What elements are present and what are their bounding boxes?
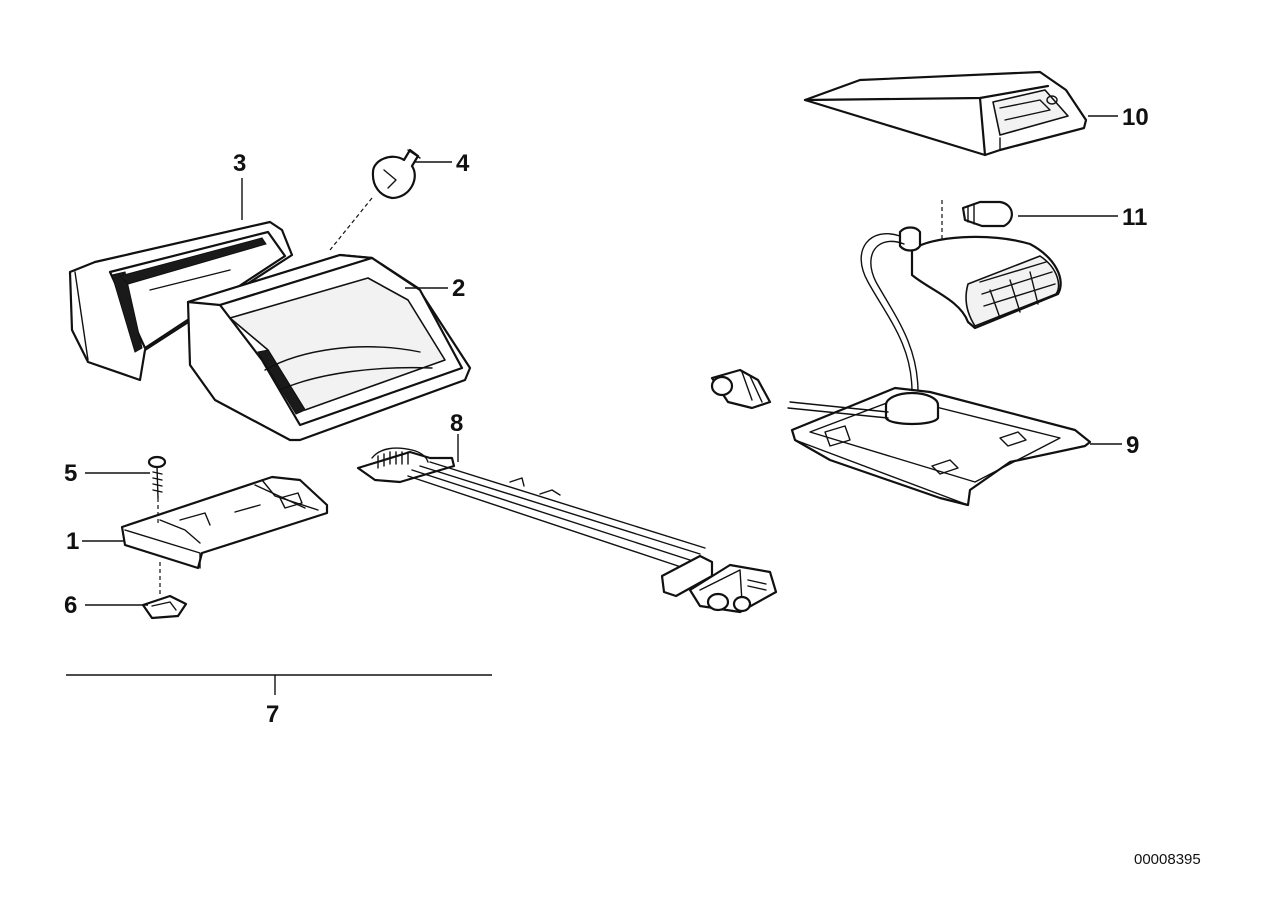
- callout-2: 2: [452, 275, 465, 302]
- callout-11: 11: [1122, 204, 1147, 231]
- callout-5: 5: [64, 460, 77, 487]
- bulb-part-4: [329, 148, 421, 251]
- base-plate-part-1: [120, 475, 329, 570]
- housing-cover-part-3: [68, 220, 294, 382]
- leader-lines: [66, 115, 1122, 695]
- callout-1: 1: [66, 528, 79, 555]
- clip-nut-part-6: [141, 562, 188, 620]
- callout-9: 9: [1126, 432, 1139, 459]
- document-number: 00008395: [1134, 851, 1201, 868]
- callout-4: 4: [456, 150, 470, 177]
- callout-3: 3: [233, 150, 246, 177]
- screw-part-5: [147, 455, 167, 525]
- lamp-housing-part-2: [186, 253, 472, 442]
- callout-7: 7: [266, 701, 279, 728]
- wiring-harness-part-8: [356, 447, 778, 614]
- lamp-holder-part-9: [710, 226, 1092, 507]
- callout-10: 10: [1122, 104, 1149, 131]
- callout-6: 6: [64, 592, 77, 619]
- light-cover-part-10: [803, 70, 1088, 157]
- callout-8: 8: [450, 410, 463, 437]
